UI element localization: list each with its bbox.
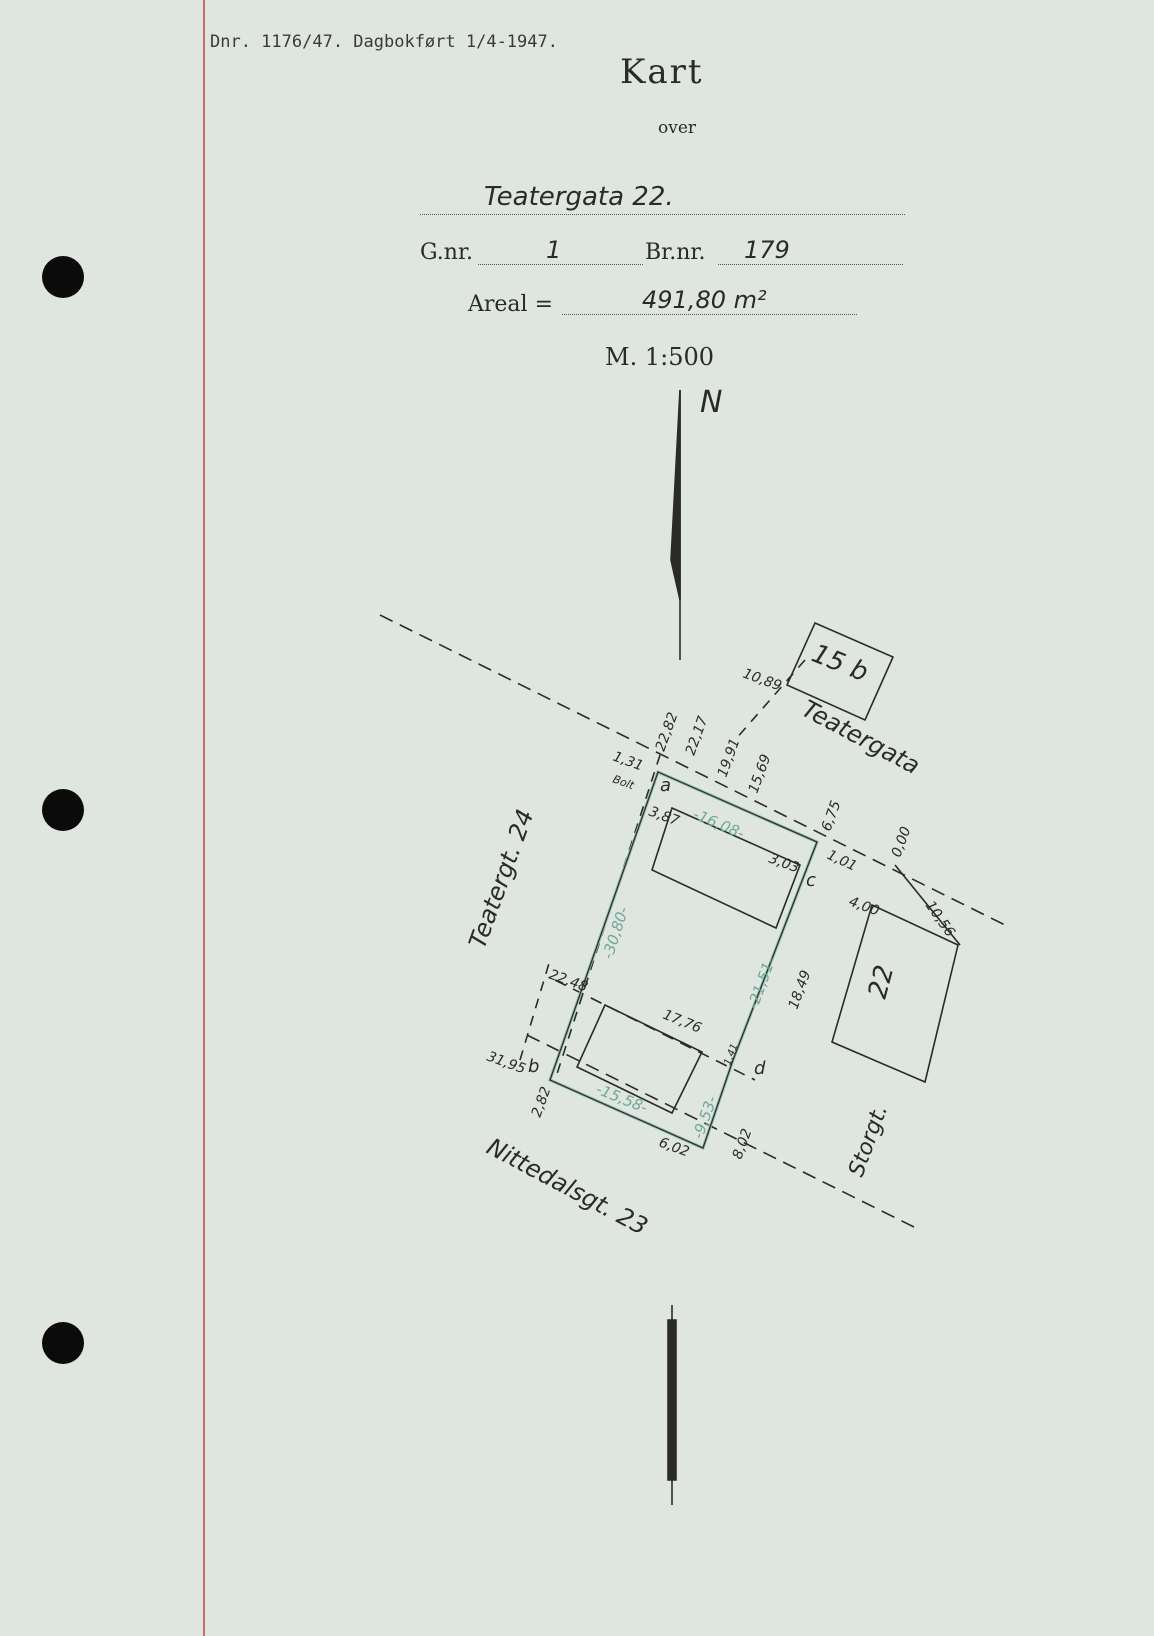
measure-label: 15,69 [746,752,775,795]
point-a-label: a [660,775,671,796]
green-measure-label: -21,51- [744,955,779,1012]
measure-label: 22,48 [547,967,590,996]
measure-label: 1,31 [611,749,646,775]
areal-label: Areal = [468,292,554,317]
green-measure-label: -30,80- [599,905,633,962]
measure-label: 6,02 [657,1135,692,1161]
map-subtitle: over [658,118,697,138]
measure-label: 10,89 [741,666,784,695]
measure-label: 10,56 [922,898,958,940]
north-label: N [700,385,722,420]
measure-label: 8,02 [730,1127,756,1162]
gnr-value: 1 [546,236,562,264]
measure-line [526,1034,921,1231]
measure-line [519,959,551,1061]
street-label-storgt: Storgt. [844,1101,893,1180]
point-b-label: b [528,1056,539,1077]
areal-field: 491,80 m² [562,286,857,315]
gnr-field: 1 [478,236,643,265]
measure-label: 3,03 [767,851,802,877]
street-label-nittedalsgt: Nittedalsgt. 23 [482,1133,652,1241]
measure-label: 22,17 [683,714,712,757]
point-c-label: c [806,870,816,891]
building-15b [785,621,895,722]
punch-hole [42,1322,84,1364]
areal-value: 491,80 m² [642,286,767,314]
measure-label: 1,01 [824,847,859,875]
address-value: Teatergata 22. [484,182,674,212]
brnr-value: 179 [744,236,790,264]
gnr-label: G.nr. [420,240,474,265]
plot-outline [549,771,818,1149]
building-22 [831,903,959,1084]
measure-label: 2,82 [529,1085,555,1120]
plot-boundary [548,769,819,1151]
building-upper [651,806,802,930]
measure-label: 22,82 [653,710,682,753]
measure-label: 6,75 [819,799,845,834]
measure-label: 0,00 [889,825,915,860]
measure-label: 17,76 [661,1007,704,1037]
map-scale: M. 1:500 [605,343,714,371]
building-22-label: 22 [863,962,901,1002]
brnr-label: Br.nr. [645,240,706,265]
building-15b-label: 15 b [807,639,872,688]
measure-label: 1,41 [722,1042,740,1067]
map-title: Kart [620,52,704,92]
measure-label: 18,49 [786,968,815,1011]
bolt-label: Bolt [611,773,636,793]
punch-hole [42,789,84,831]
north-arrow-icon [670,389,681,601]
building-lower [575,1003,704,1115]
south-arrow-icon [667,1319,677,1481]
document-reference: Dnr. 1176/47. Dagbokført 1/4-1947. [210,32,558,52]
green-measure-label: -16,08- [690,805,747,843]
address-line: Teatergata 22. [420,182,905,215]
measure-label: 3,87 [647,804,682,830]
measure-line [894,864,961,946]
street-label-teatergata: Teatergata [797,695,924,780]
point-d-label: d [754,1058,766,1079]
measure-label: 19,91 [715,736,744,779]
measure-label: 4,00 [847,894,882,920]
margin-line [203,0,205,1636]
street-label-teatergt-24: Teatergt. 24 [463,806,539,952]
punch-hole [42,256,84,298]
brnr-field: 179 [718,236,903,265]
